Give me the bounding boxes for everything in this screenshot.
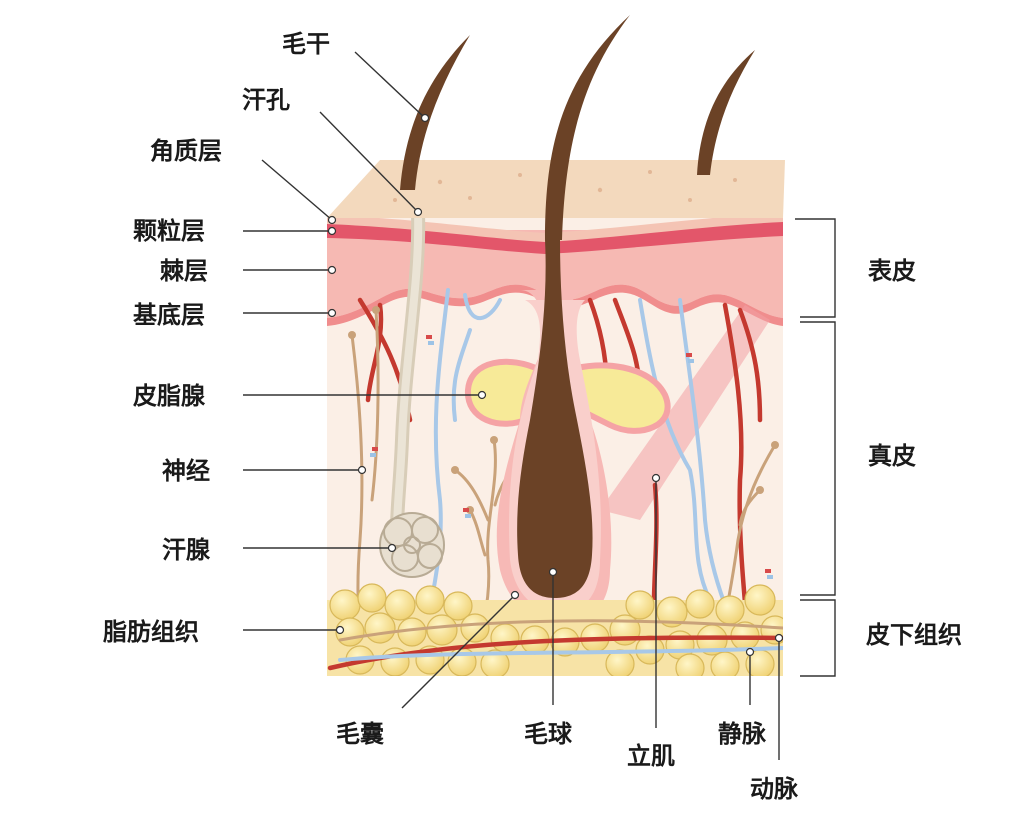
label-stratum-granulosum: 颗粒层 — [133, 217, 205, 245]
stratum-corneum-layer — [327, 218, 783, 242]
label-subcutaneous: 皮下组织 — [866, 621, 962, 649]
label-sweat-pore: 汗孔 — [242, 86, 290, 114]
label-sebaceous-gland: 皮脂腺 — [133, 382, 206, 410]
hair-shaft-main — [545, 15, 630, 240]
blood-cells — [370, 335, 773, 579]
label-sweat-gland: 汗腺 — [162, 536, 211, 564]
hair-shaft-left — [400, 35, 470, 190]
leader-dots — [327, 113, 784, 657]
label-stratum-corneum: 角质层 — [150, 137, 222, 165]
label-adipose-tissue: 脂肪组织 — [103, 618, 199, 646]
sweat-gland-coil — [379, 512, 445, 578]
skin-pores — [393, 170, 737, 202]
label-hair-shaft: 毛干 — [282, 30, 330, 58]
label-nerve: 神经 — [162, 457, 210, 485]
leader-lines — [243, 51, 780, 760]
label-stratum-basale: 基底层 — [133, 301, 205, 329]
label-hair-follicle: 毛囊 — [336, 720, 384, 748]
label-artery: 动脉 — [750, 775, 799, 803]
deep-vessels — [327, 619, 783, 671]
label-epidermis: 表皮 — [868, 257, 916, 285]
label-stratum-spinosum: 棘层 — [160, 257, 208, 285]
label-dermis: 真皮 — [868, 442, 916, 470]
label-vein: 静脉 — [718, 720, 767, 748]
hair-root — [517, 240, 593, 598]
label-arrector-muscle: 立肌 — [627, 742, 675, 770]
hair-shaft-right — [697, 50, 755, 175]
arrector-muscle — [600, 305, 770, 520]
sebaceous-gland — [464, 358, 671, 434]
layer-brackets — [795, 218, 836, 677]
label-hair-bulb: 毛球 — [524, 720, 573, 748]
